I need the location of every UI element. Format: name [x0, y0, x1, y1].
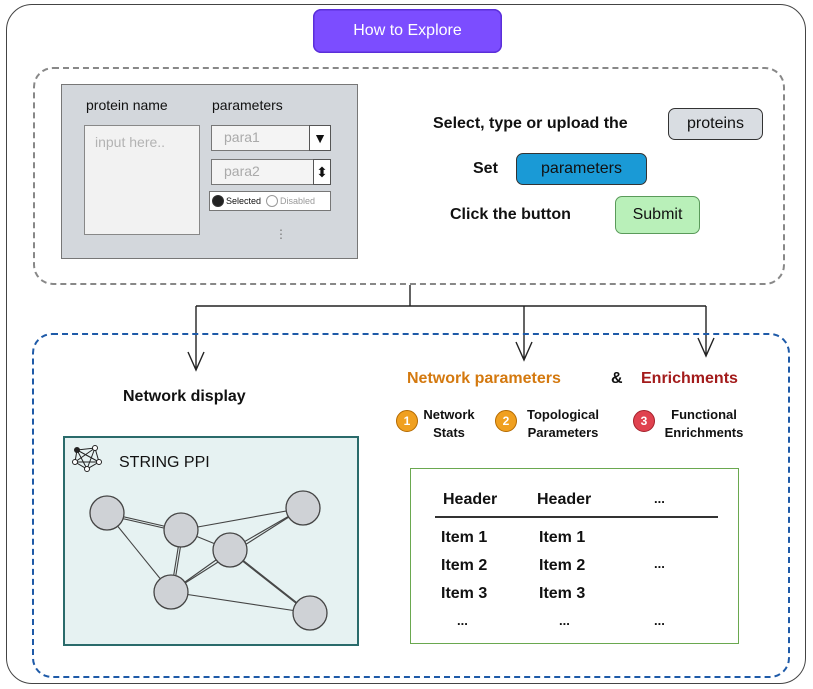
table-header: ... [654, 491, 665, 506]
more-options-icon: ⋮ [275, 227, 287, 241]
table-cell: ... [654, 613, 665, 628]
table-header: Header [443, 491, 498, 508]
ppi-node [212, 532, 248, 568]
ppi-node [292, 595, 328, 631]
step-2-line1: Topological [527, 407, 599, 422]
output-section-frame [32, 333, 790, 678]
table-divider [435, 516, 718, 518]
para2-spinner[interactable]: para2 ⬍ [211, 159, 331, 185]
step-1-icon: 1 [396, 410, 418, 432]
dropdown-arrow-icon[interactable]: ▼ [309, 125, 331, 151]
table-cell: Item 1 [441, 529, 488, 546]
instruction-set-parameters: Set [473, 160, 498, 177]
table-cell: Item 2 [441, 557, 488, 574]
table-cell: Item 1 [539, 529, 586, 546]
table-cell: ... [654, 556, 665, 571]
table-cell: ... [559, 613, 570, 628]
step-3-icon: 3 [633, 410, 655, 432]
ppi-title: STRING PPI [119, 454, 210, 471]
arrow-network-display [187, 306, 205, 372]
ampersand: & [611, 370, 623, 387]
table-cell: Item 2 [539, 557, 586, 574]
step-1-line2: Stats [433, 425, 465, 440]
string-network-icon [72, 445, 102, 472]
step-2-icon: 2 [495, 410, 517, 432]
ppi-node [153, 574, 189, 610]
outer-frame [6, 4, 806, 684]
network-display-title: Network display [123, 388, 246, 405]
input-section-frame [33, 67, 785, 285]
input-form-mockup: protein name parameters input here.. par… [61, 84, 358, 259]
step-2-line2: Parameters [527, 425, 599, 440]
ppi-network-graph [89, 490, 328, 631]
submit-pill: Submit [615, 196, 700, 234]
para2-value: para2 [224, 163, 260, 179]
instruction-select-proteins: Select, type or upload the [433, 115, 628, 132]
radio-disabled-icon [266, 195, 279, 207]
para1-value: para1 [224, 129, 260, 145]
results-table: Header Header ... Item 1 Item 1 Item 2 I… [410, 468, 739, 644]
para1-select[interactable]: para1 ▼ [211, 125, 331, 151]
radio-disabled-label: Disabled [280, 196, 316, 206]
arrow-enrichments [697, 306, 715, 358]
parameters-pill: parameters [516, 153, 647, 185]
step-1-label: Network Stats [418, 406, 480, 442]
spinner-arrows-icon[interactable]: ⬍ [313, 159, 331, 185]
ppi-node [89, 495, 125, 531]
step-2-label: Topological Parameters [518, 406, 608, 442]
table-header: Header [537, 491, 592, 508]
protein-input-textarea[interactable]: input here.. [84, 125, 200, 235]
proteins-pill: proteins [668, 108, 763, 140]
instruction-click-button: Click the button [450, 206, 571, 223]
table-cell: Item 3 [539, 585, 586, 602]
radio-selected-icon[interactable] [212, 195, 224, 207]
radio-selected-label: Selected [226, 196, 262, 206]
step-1-line1: Network [423, 407, 475, 422]
how-to-explore-button[interactable]: How to Explore [313, 9, 502, 53]
ppi-node [163, 512, 199, 548]
network-parameters-title: Network parameters [407, 370, 561, 387]
protein-name-label: protein name [86, 97, 168, 113]
step-3-line1: Functional [671, 407, 737, 422]
ppi-node [285, 490, 321, 526]
enrichments-title: Enrichments [641, 370, 738, 387]
string-ppi-panel: STRING PPI [63, 436, 359, 646]
step-3-line2: Enrichments [664, 425, 744, 440]
table-cell: Item 3 [441, 585, 488, 602]
step-3-label: Functional Enrichments [656, 406, 752, 442]
parameters-label: parameters [212, 97, 283, 113]
radio-group: Selected Disabled [209, 191, 331, 211]
table-cell: ... [457, 613, 468, 628]
